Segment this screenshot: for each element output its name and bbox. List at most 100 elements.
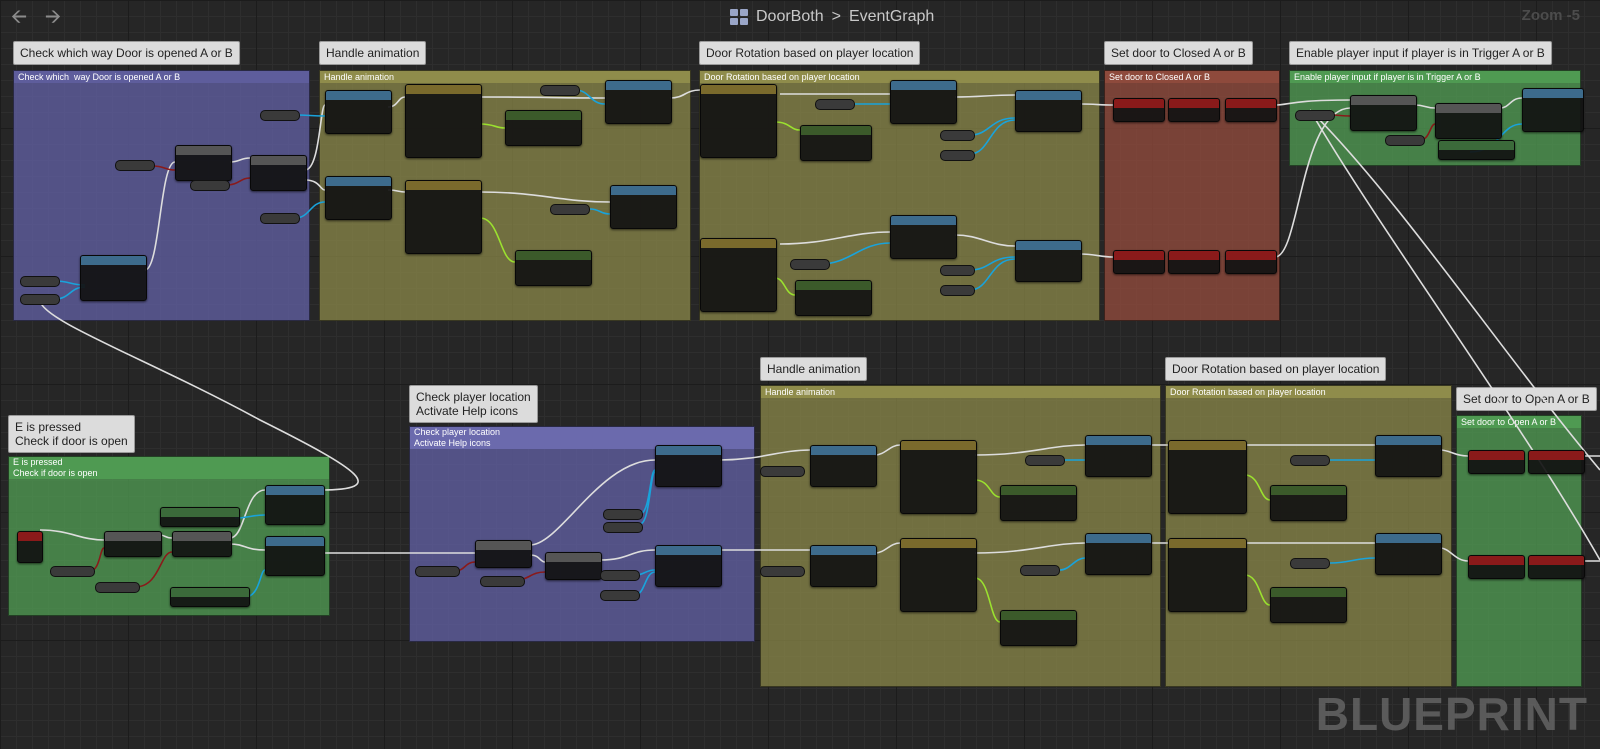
variable-getter[interactable] <box>1290 455 1330 466</box>
comment-header: Handle animation <box>761 386 1160 398</box>
variable-getter[interactable] <box>540 85 580 96</box>
variable-getter[interactable] <box>760 466 805 477</box>
branch-node[interactable] <box>250 155 307 191</box>
variable-getter[interactable] <box>20 294 60 305</box>
variable-getter[interactable] <box>1385 135 1425 146</box>
timeline-node[interactable] <box>1168 440 1247 514</box>
variable-getter[interactable] <box>1295 110 1335 121</box>
set-relative-rotation-node[interactable] <box>890 215 957 259</box>
set-node[interactable] <box>1468 555 1525 579</box>
get-player-controller-node[interactable] <box>170 587 250 607</box>
branch-node[interactable] <box>104 531 162 557</box>
comment-header: Set door to Open A or B <box>1457 416 1581 428</box>
enable-input-node[interactable] <box>1522 88 1584 132</box>
set-node[interactable] <box>1468 450 1525 474</box>
variable-getter[interactable] <box>790 259 830 270</box>
set-relative-rotation-node[interactable] <box>605 80 672 124</box>
variable-getter[interactable] <box>815 99 855 110</box>
arrow-left-icon: 🡨 <box>10 6 28 28</box>
variable-getter[interactable] <box>1290 558 1330 569</box>
branch-node[interactable] <box>475 540 532 568</box>
play-node[interactable] <box>325 176 392 220</box>
set-node[interactable] <box>1528 555 1585 579</box>
variable-getter[interactable] <box>603 509 643 520</box>
set-node[interactable] <box>1113 250 1165 274</box>
timeline-node[interactable] <box>405 84 482 158</box>
make-rotator-node[interactable] <box>1270 485 1347 521</box>
toggle-visibility-node[interactable] <box>80 255 147 301</box>
variable-getter[interactable] <box>260 110 300 121</box>
variable-getter[interactable] <box>115 160 155 171</box>
variable-getter[interactable] <box>260 213 300 224</box>
variable-getter[interactable] <box>760 566 805 577</box>
variable-getter[interactable] <box>940 150 975 161</box>
zoom-level: Zoom -5 <box>1521 7 1580 24</box>
disable-input-node[interactable] <box>265 485 325 525</box>
variable-getter[interactable] <box>95 582 140 593</box>
arrow-right-icon: 🡪 <box>44 6 62 28</box>
toggle-visibility-node[interactable] <box>1015 90 1082 132</box>
comment-bubble-set-open: Set door to Open A or B <box>1456 387 1597 411</box>
set-node[interactable] <box>1225 250 1277 274</box>
make-rotator-node[interactable] <box>515 250 592 286</box>
variable-getter[interactable] <box>600 590 640 601</box>
variable-getter[interactable] <box>190 180 230 191</box>
variable-getter[interactable] <box>20 276 60 287</box>
variable-getter[interactable] <box>1025 455 1065 466</box>
toggle-visibility-node[interactable] <box>1015 240 1082 282</box>
make-rotator-node[interactable] <box>1270 587 1347 623</box>
timeline-node[interactable] <box>700 84 777 158</box>
timeline-node[interactable] <box>405 180 482 254</box>
variable-getter[interactable] <box>600 570 640 581</box>
breadcrumb-graph[interactable]: EventGraph <box>848 8 935 25</box>
e-key-event-node[interactable] <box>17 531 43 563</box>
play-node[interactable] <box>810 545 877 587</box>
timeline-node[interactable] <box>900 440 977 514</box>
variable-getter[interactable] <box>603 522 643 533</box>
variable-getter[interactable] <box>480 576 525 587</box>
get-player-controller-node[interactable] <box>1438 140 1515 160</box>
variable-getter[interactable] <box>940 130 975 141</box>
variable-getter[interactable] <box>940 265 975 276</box>
variable-getter[interactable] <box>50 566 95 577</box>
set-relative-rotation-node[interactable] <box>610 185 677 229</box>
branch-node[interactable] <box>172 531 232 557</box>
make-rotator-node[interactable] <box>1000 485 1077 521</box>
toggle-visibility-node[interactable] <box>655 445 722 487</box>
timeline-node[interactable] <box>700 238 777 312</box>
vector-wires <box>479 121 1271 623</box>
branch-node[interactable] <box>1435 103 1502 139</box>
set-node[interactable] <box>1528 450 1585 474</box>
make-rotator-node[interactable] <box>505 110 582 146</box>
make-rotator-node[interactable] <box>795 280 872 316</box>
play-node[interactable] <box>810 445 877 487</box>
set-relative-rotation-node[interactable] <box>1085 435 1152 477</box>
get-player-controller-node[interactable] <box>160 507 240 527</box>
timeline-node[interactable] <box>900 538 977 612</box>
set-relative-rotation-node[interactable] <box>1085 533 1152 575</box>
set-relative-rotation-node[interactable] <box>1375 435 1442 477</box>
set-relative-rotation-node[interactable] <box>890 80 957 124</box>
variable-getter[interactable] <box>550 204 590 215</box>
variable-getter[interactable] <box>1020 565 1060 576</box>
set-node[interactable] <box>1168 98 1220 122</box>
set-node[interactable] <box>1113 98 1165 122</box>
set-relative-rotation-node[interactable] <box>1375 533 1442 575</box>
variable-getter[interactable] <box>940 285 975 296</box>
branch-node[interactable] <box>545 552 602 580</box>
comment-check-location[interactable]: Check player location Activate Help icon… <box>409 426 755 642</box>
timeline-node[interactable] <box>1168 538 1247 612</box>
breadcrumb-asset[interactable]: DoorBoth <box>756 8 824 25</box>
back-button[interactable]: 🡨 <box>8 6 30 28</box>
variable-getter[interactable] <box>415 566 460 577</box>
forward-button[interactable]: 🡪 <box>42 6 64 28</box>
toggle-visibility-node[interactable] <box>655 545 722 587</box>
play-node[interactable] <box>325 90 392 134</box>
set-node[interactable] <box>1225 98 1277 122</box>
make-rotator-node[interactable] <box>800 125 872 161</box>
disable-input-node[interactable] <box>265 536 325 576</box>
branch-node[interactable] <box>1350 95 1417 131</box>
set-node[interactable] <box>1168 250 1220 274</box>
branch-node[interactable] <box>175 145 232 181</box>
make-rotator-node[interactable] <box>1000 610 1077 646</box>
